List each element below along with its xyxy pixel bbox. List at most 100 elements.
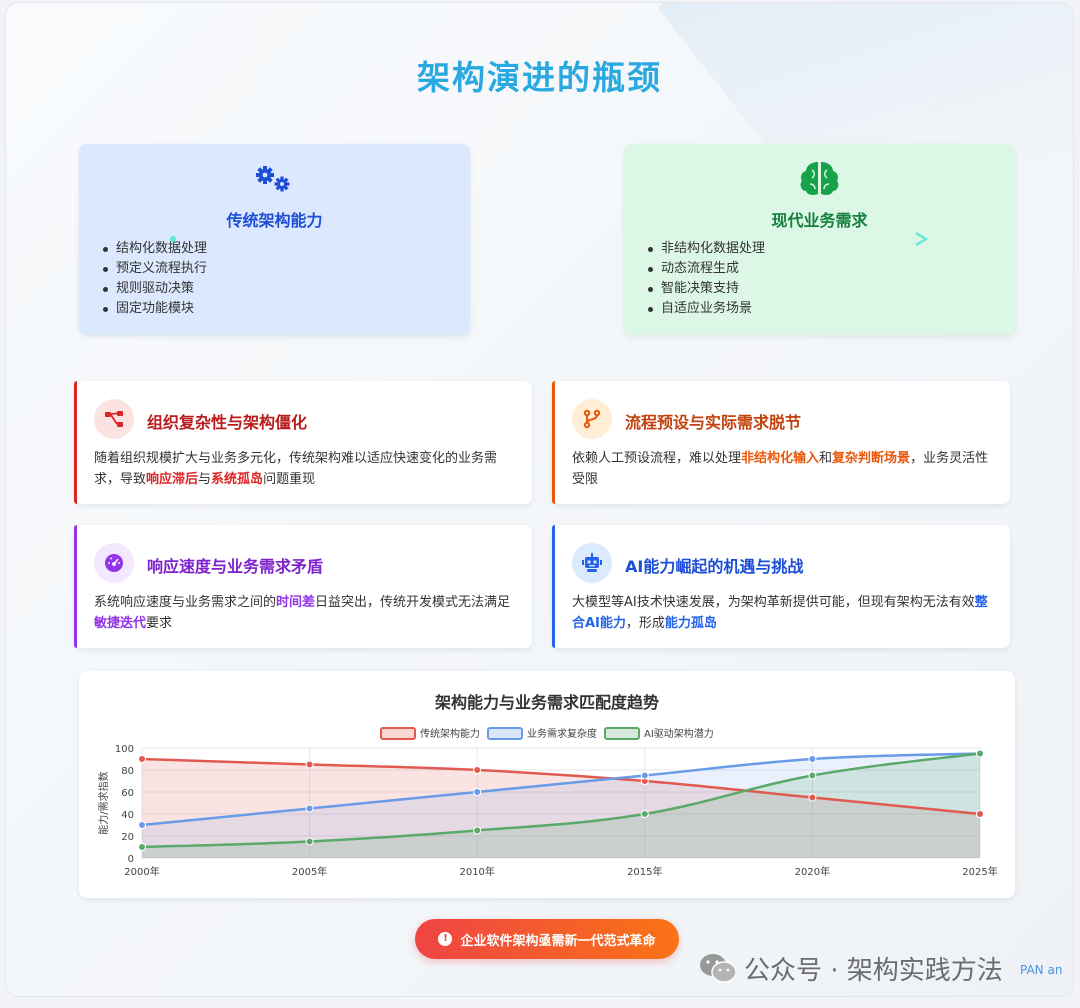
y-tick-label: 40: [121, 810, 134, 821]
series-area: [142, 759, 980, 858]
list-item: 结构化数据处理: [103, 239, 207, 259]
sitemap-icon: [94, 399, 134, 439]
traditional-title: 传统架构能力: [226, 211, 323, 230]
x-tick-label: 2010年: [459, 865, 494, 878]
watermark: 公众号 · 架构实践方法: [698, 948, 1003, 988]
y-axis-label: 能力/需求指数: [97, 771, 110, 834]
x-tick-label: 2025年: [962, 865, 997, 878]
data-point: [976, 749, 984, 758]
data-point: [808, 793, 817, 802]
list-item: 固定功能模块: [103, 299, 207, 319]
card-text: 依赖人工预设流程，难以处理: [572, 451, 742, 466]
card-highlight: 响应滞后: [146, 472, 199, 487]
card-body: 依赖人工预设流程，难以处理非结构化输入和复杂判断场景，业务灵活性受限: [572, 448, 992, 490]
series-area: [142, 753, 980, 858]
series-line: [141, 752, 981, 849]
list-item: 非结构化数据处理: [648, 239, 765, 259]
data-point: [138, 843, 146, 851]
modern-title: 现代业务需求: [771, 211, 868, 230]
card-title: 组织复杂性与架构僵化: [147, 413, 308, 432]
list-item: 智能决策支持: [648, 279, 765, 299]
card-accent-bar: [74, 381, 77, 504]
card-highlight: 复杂判断场景: [832, 451, 911, 466]
card-text: 随着组织规模扩大与业务多元化，传统架构难以适应快速变化的业务需求，导致: [94, 451, 498, 487]
code-branch-icon: [572, 399, 612, 439]
card-highlight: 系统孤岛: [211, 472, 264, 487]
list-item: 自适应业务场景: [648, 299, 765, 319]
card-title: 流程预设与实际需求脱节: [625, 413, 802, 432]
card-highlight: 整合AI能力: [572, 595, 988, 631]
page-title: 架构演进的瓶颈: [417, 58, 662, 97]
card-highlight: 非结构化输入: [741, 451, 820, 466]
data-point: [138, 755, 146, 763]
y-tick-label: 0: [128, 854, 134, 865]
card-organization-complexity: 组织复杂性与架构僵化 随着组织规模扩大与业务多元化，传统架构难以适应快速变化的业…: [74, 381, 532, 504]
card-process-mismatch: 流程预设与实际需求脱节 依赖人工预设流程，难以处理非结构化输入和复杂判断场景，业…: [552, 381, 1010, 504]
series-line: [141, 752, 981, 827]
list-item: 动态流程生成: [648, 259, 765, 279]
legend-label: 业务需求复杂度: [527, 727, 597, 740]
list-item: 预定义流程执行: [103, 259, 207, 279]
y-tick-label: 100: [115, 744, 134, 755]
data-point: [473, 766, 482, 774]
speedometer-icon: [94, 543, 134, 583]
series-line: [141, 757, 981, 816]
card-text: ，形成: [625, 616, 665, 631]
data-point: [473, 788, 482, 796]
card-text: 与: [198, 472, 212, 487]
y-tick-label: 20: [121, 832, 134, 843]
y-tick-label: 60: [121, 788, 134, 799]
x-tick-label: 2005年: [292, 865, 327, 878]
cta-label: 企业软件架构亟需新一代范式革命: [460, 933, 656, 949]
card-title: 响应速度与业务需求矛盾: [147, 557, 324, 576]
modern-list: 非结构化数据处理 动态流程生成 智能决策支持 自适应业务场景: [648, 239, 765, 319]
card-response-speed: 响应速度与业务需求矛盾 系统响应速度与业务需求之间的时间差日益突出，传统开发模式…: [74, 525, 532, 648]
legend-swatch: [487, 727, 523, 740]
wechat-icon: [700, 954, 737, 983]
card-accent-bar: [74, 525, 77, 648]
legend-swatch: [604, 727, 640, 740]
data-point: [808, 771, 817, 780]
trend-chart-panel: 架构能力与业务需求匹配度趋势 0 20 40 60 80 100 2000年 2005年 201…: [79, 671, 1015, 898]
chart-title: 架构能力与业务需求匹配度趋势: [434, 693, 659, 712]
card-text: 大模型等AI技术快速发展，为架构革新提供可能，但现有架构无法有效: [572, 595, 975, 610]
x-tick-label: 2000年: [124, 865, 159, 878]
legend-label: AI驱动架构潜力: [644, 727, 714, 740]
watermark-text: 公众号 · 架构实践方法: [744, 955, 1003, 986]
footer-tag: PAN an: [1020, 963, 1063, 977]
gears-icon: [79, 158, 470, 198]
x-tick-label: 2015年: [627, 865, 662, 878]
call-to-action-button[interactable]: ! 企业软件架构亟需新一代范式革命: [415, 919, 679, 959]
slide-frame: 架构演进的瓶颈: [5, 2, 1074, 997]
card-text: 日益突出，传统开发模式无法满足: [315, 595, 511, 610]
robot-icon: [572, 543, 612, 583]
data-point: [305, 760, 314, 769]
x-tick-label: 2020年: [795, 865, 830, 878]
data-point: [640, 810, 649, 818]
list-item: 规则驱动决策: [103, 279, 207, 299]
card-body: 随着组织规模扩大与业务多元化，传统架构难以适应快速变化的业务需求，导致响应滞后与…: [94, 448, 514, 490]
card-body: 系统响应速度与业务需求之间的时间差日益突出，传统开发模式无法满足敏捷迭代要求: [94, 592, 514, 634]
alert-icon: !: [438, 932, 453, 946]
y-tick-label: 80: [121, 766, 134, 777]
card-text: 系统响应速度与业务需求之间的: [94, 595, 277, 610]
legend-swatch: [380, 727, 416, 740]
card-body: 大模型等AI技术快速发展，为架构革新提供可能，但现有架构无法有效整合AI能力，形…: [572, 592, 992, 634]
card-text: 和: [819, 451, 833, 466]
trend-chart: 0 20 40 60 80 100 2000年 2005年 2010年 2015年 2020年 202…: [97, 727, 998, 878]
data-point: [473, 826, 482, 835]
data-point: [640, 771, 649, 780]
brain-icon: [624, 158, 1015, 198]
evolution-arrow: [170, 232, 929, 246]
card-text: 问题重现: [263, 472, 316, 487]
card-accent-bar: [552, 381, 555, 504]
series-area: [142, 753, 980, 858]
data-point: [138, 821, 146, 829]
data-point: [808, 755, 817, 763]
traditional-list: 结构化数据处理 预定义流程执行 规则驱动决策 固定功能模块: [103, 239, 207, 319]
card-highlight: 能力孤岛: [664, 616, 717, 631]
card-accent-bar: [552, 525, 555, 648]
data-point: [305, 804, 314, 813]
data-point: [976, 810, 984, 818]
card-title: AI能力崛起的机遇与挑战: [625, 557, 804, 576]
